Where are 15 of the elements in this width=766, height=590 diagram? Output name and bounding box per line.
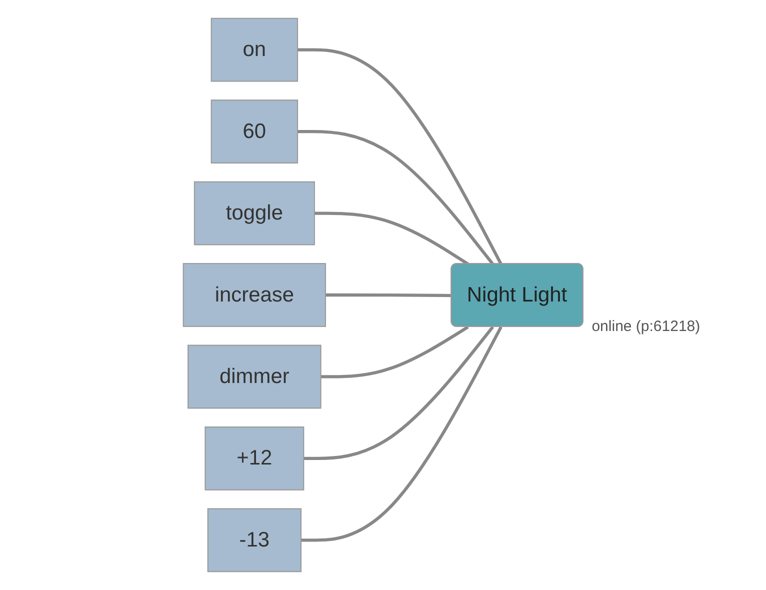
connector — [297, 130, 494, 266]
node-box — [187, 344, 322, 409]
connector — [314, 212, 469, 266]
connector — [325, 293, 452, 298]
node-box — [182, 263, 326, 327]
node-box — [210, 100, 298, 164]
node-box — [204, 426, 304, 490]
node-box — [207, 508, 302, 572]
node-box — [210, 18, 298, 82]
flow-diagram: on 60 toggle increase dimmer +12 -13 Night Light — [174, 10, 592, 580]
connector — [304, 326, 494, 460]
connector — [320, 326, 469, 378]
node-box — [194, 181, 315, 246]
connector — [300, 326, 502, 542]
connector — [297, 48, 502, 265]
